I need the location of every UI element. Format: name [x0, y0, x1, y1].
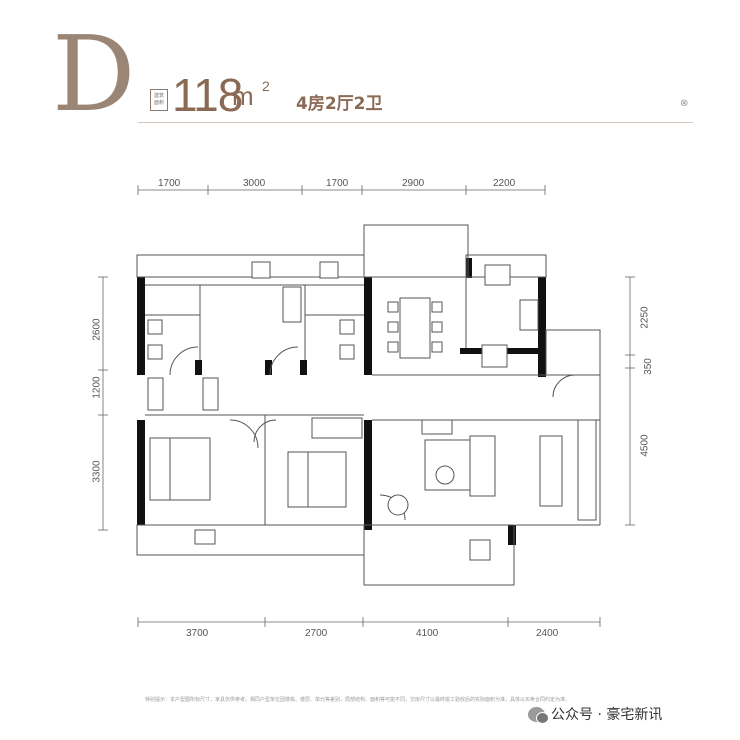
dim-top-5: 2200	[493, 178, 516, 189]
area-badge: 建筑面积	[150, 89, 168, 111]
dim-top-1: 1700	[158, 178, 181, 189]
dim-top-2: 3000	[243, 178, 266, 189]
watermark: 公众号 · 豪宅新讯	[528, 704, 662, 724]
interior-lines	[136, 224, 601, 586]
dim-top-4: 2900	[402, 178, 425, 189]
disclaimer-footnote: 特别提示：本户型图所标尺寸，家具仅供参考。相同户型单位因楼栋、楼层、单元等差别，…	[145, 697, 571, 703]
dim-top-3: 1700	[326, 178, 349, 189]
wechat-icon	[528, 706, 549, 724]
area-unit-superscript: 2	[262, 78, 270, 94]
dim-bottom-2: 2700	[305, 628, 328, 639]
corner-mark: ⊗	[680, 98, 689, 109]
area-unit: m	[232, 81, 254, 111]
header-divider	[138, 122, 693, 123]
room-layout: 4房2厅2卫	[296, 94, 383, 114]
watermark-text: 公众号 · 豪宅新讯	[551, 707, 663, 723]
dimension-lines	[98, 185, 635, 627]
furniture	[147, 261, 597, 561]
area-value: 118	[172, 69, 243, 121]
dim-bottom-3: 4100	[416, 628, 439, 639]
dim-bottom-4: 2400	[536, 628, 559, 639]
dim-bottom-1: 3700	[186, 628, 209, 639]
unit-type-letter: D	[52, 13, 136, 135]
